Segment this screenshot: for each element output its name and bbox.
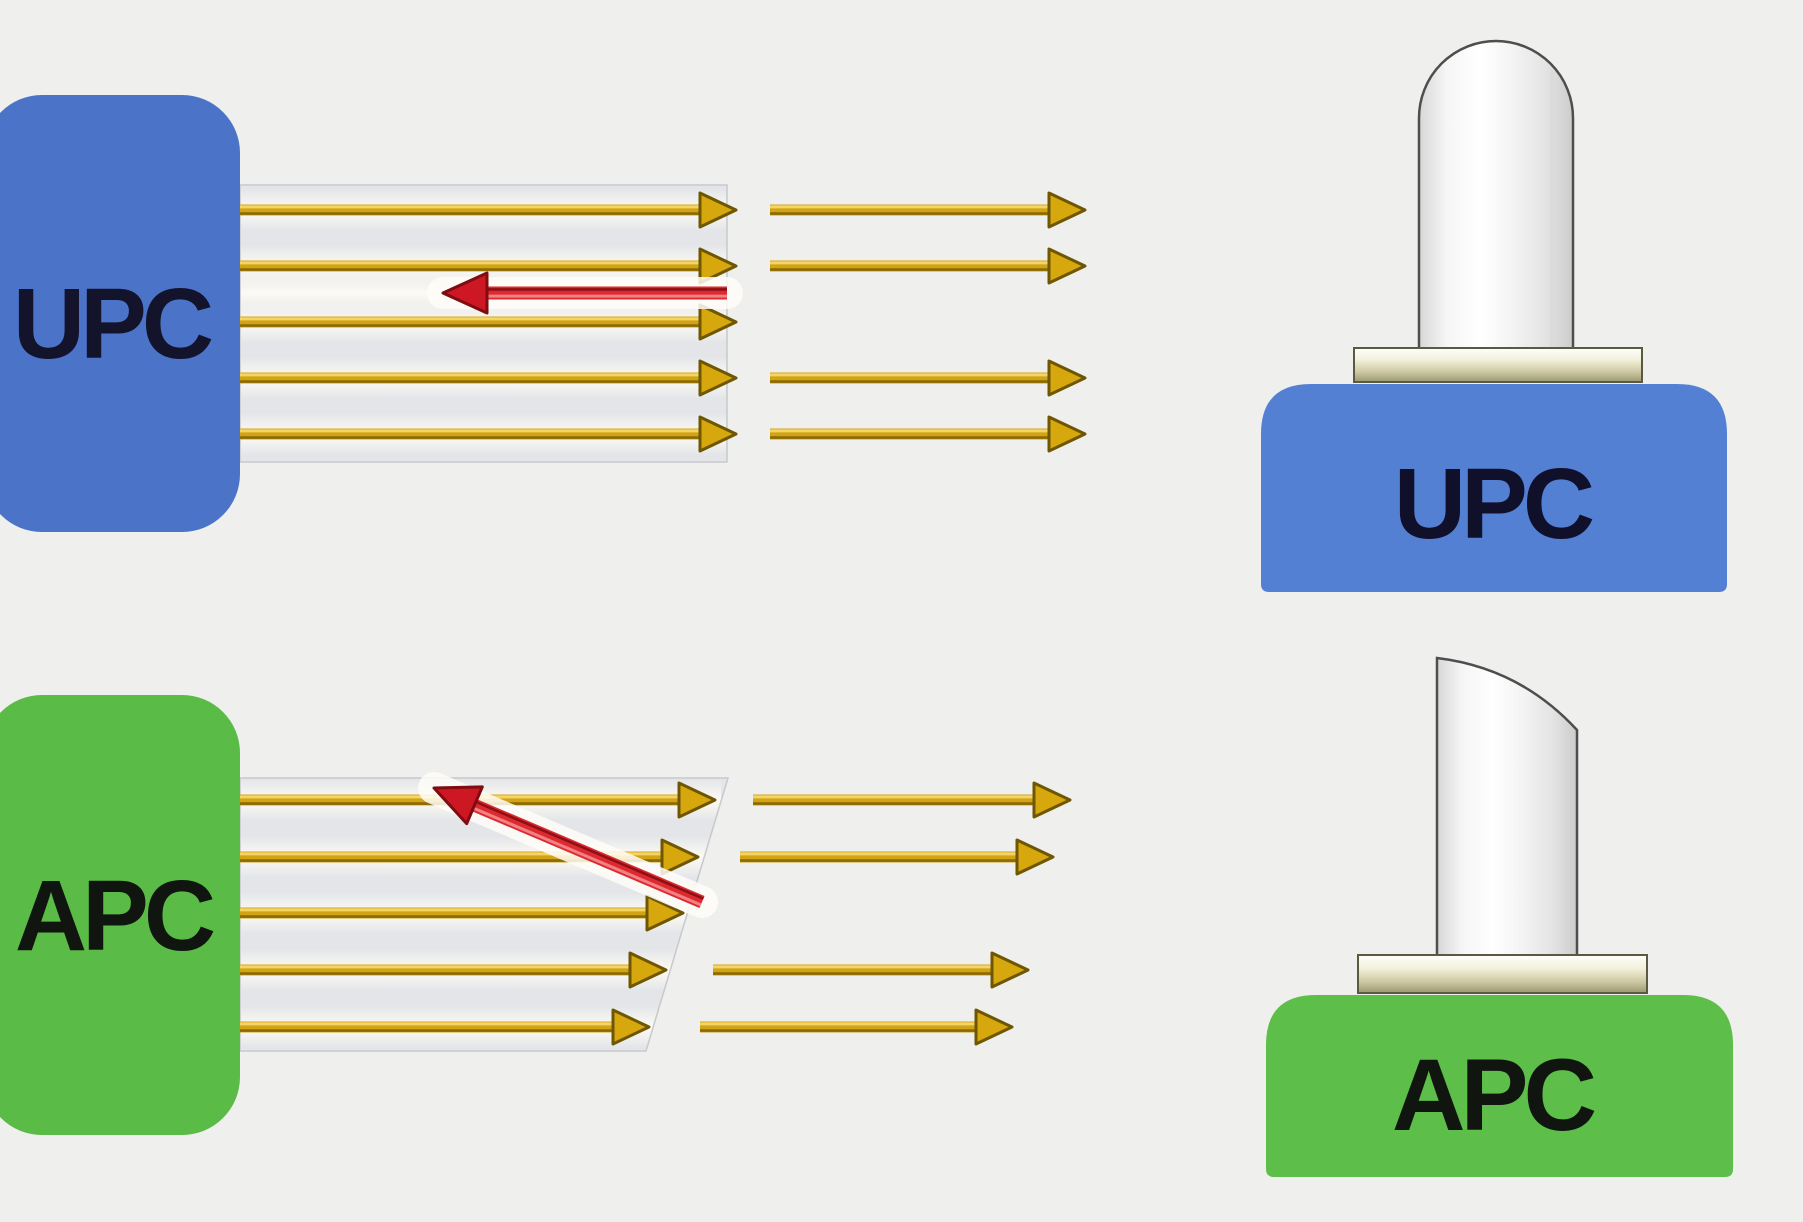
- apc-connector-label: APC: [1392, 1038, 1595, 1152]
- upc-emitter-block: [0, 95, 240, 532]
- upc-section: UPC: [0, 95, 1087, 532]
- incident-ray-arrow: [240, 415, 738, 453]
- incident-ray-arrow: [240, 191, 738, 229]
- transmitted-ray-arrow: [770, 415, 1087, 453]
- upc-light-rays: [240, 191, 1087, 453]
- apc-section: APC: [0, 695, 1072, 1135]
- upc-emitter-label: UPC: [13, 268, 212, 380]
- transmitted-ray-arrow: [713, 951, 1030, 989]
- apc-emitter-block: [0, 695, 240, 1135]
- transmitted-ray-arrow: [770, 359, 1087, 397]
- incident-ray-arrow: [240, 359, 738, 397]
- reflected-ray-arrow: [427, 271, 743, 315]
- transmitted-ray-arrow: [770, 191, 1087, 229]
- incident-ray-arrow: [240, 303, 738, 341]
- reflected-ray-arrow: [418, 772, 718, 918]
- apc-light-rays: [240, 772, 1072, 1046]
- apc-collar: [1357, 954, 1648, 994]
- upc-connector-body: [1261, 384, 1727, 592]
- upc-connector: UPC: [1261, 39, 1727, 592]
- transmitted-ray-arrow: [700, 1008, 1014, 1046]
- incident-ray-arrow: [240, 247, 738, 285]
- apc-connector-body: [1266, 995, 1733, 1177]
- apc-ferrule-angled: [1435, 656, 1579, 967]
- upc-ferrule-domed: [1417, 39, 1575, 362]
- incident-ray-arrow: [240, 894, 685, 932]
- upc-collar: [1353, 347, 1643, 383]
- transmitted-ray-arrow: [740, 838, 1055, 876]
- incident-ray-arrow: [240, 1008, 651, 1046]
- transmitted-ray-arrow: [753, 781, 1072, 819]
- incident-ray-arrow: [240, 951, 668, 989]
- transmitted-ray-arrow: [770, 247, 1087, 285]
- apc-connector: APC: [1266, 656, 1733, 1177]
- apc-emitter-label: APC: [15, 860, 214, 972]
- upc-connector-label: UPC: [1394, 448, 1593, 560]
